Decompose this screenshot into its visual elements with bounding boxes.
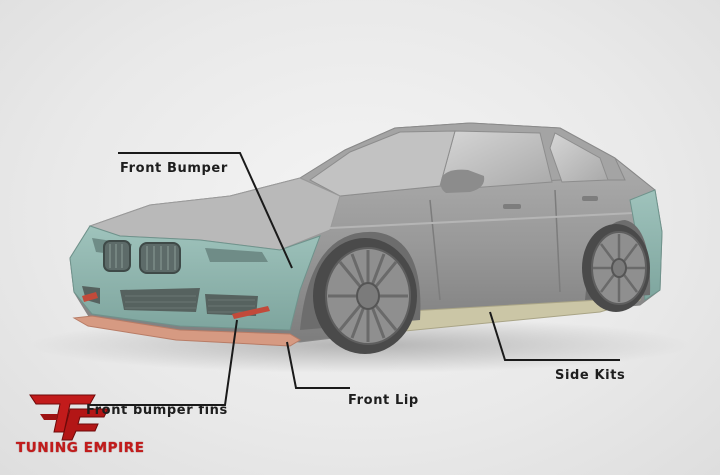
front-lip xyxy=(72,315,301,347)
kidney-grille-right xyxy=(139,242,181,274)
bumper-fin-left xyxy=(82,292,98,302)
callout-line-lip xyxy=(286,341,350,389)
kidney-grille-left xyxy=(103,240,131,272)
rear-wheel xyxy=(582,224,650,312)
center-intake xyxy=(120,288,200,312)
front-wheel xyxy=(313,238,417,354)
door-handle-front xyxy=(503,204,521,209)
callout-line-fins xyxy=(90,319,238,406)
side-mirror xyxy=(440,169,485,193)
brand-name: TUNING EMPIRE xyxy=(16,440,145,456)
headlight-right xyxy=(205,248,268,262)
bumper-fin-right xyxy=(232,306,270,319)
callout-line-side xyxy=(489,311,620,361)
brand-logo-mark xyxy=(29,394,109,441)
callout-line-bumper xyxy=(118,152,293,269)
callout-front-bumper: Front Bumper xyxy=(120,161,228,176)
door-line-rear xyxy=(554,189,561,293)
body-crease xyxy=(329,211,656,229)
door-line xyxy=(429,199,441,301)
callout-front-lip: Front Lip xyxy=(348,393,419,408)
callout-side-kits: Side Kits xyxy=(555,368,626,383)
callout-front-bumper-fins: Front bumper fins xyxy=(86,403,228,418)
rear-side-window xyxy=(549,132,609,183)
door-handle-rear xyxy=(582,196,598,201)
